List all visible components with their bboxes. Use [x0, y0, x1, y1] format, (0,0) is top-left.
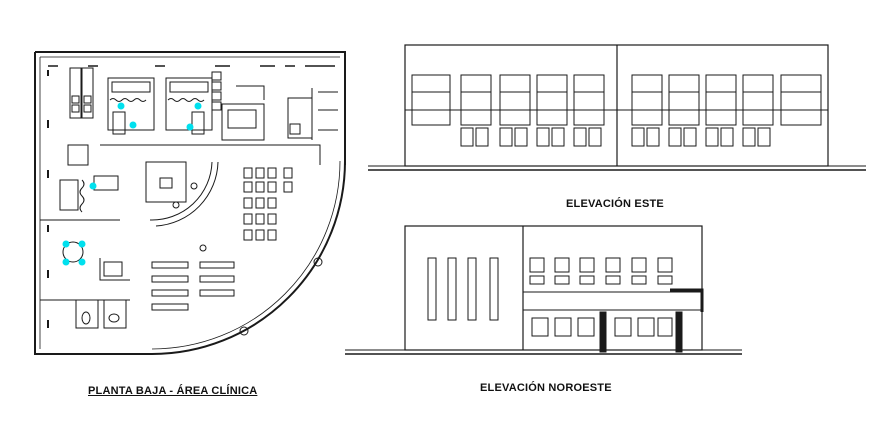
lower-windows — [531, 317, 673, 337]
waiting-chairs — [243, 167, 293, 241]
elevation-northwest-title: ELEVACIÓN NOROESTE — [480, 382, 612, 394]
office-room — [221, 103, 265, 141]
floor-plan — [34, 51, 346, 355]
upper-windows — [529, 257, 673, 285]
office-room — [107, 77, 155, 131]
column — [199, 244, 207, 252]
office-room — [165, 77, 213, 131]
round-table — [62, 241, 84, 263]
plan-outer-wall — [34, 51, 346, 355]
tall-windows — [427, 257, 499, 321]
column — [239, 326, 249, 336]
elevation-northwest — [345, 225, 742, 355]
reception-curve — [149, 161, 219, 227]
entrance-column — [599, 311, 607, 353]
entrance-column — [675, 311, 683, 353]
seating-rows — [151, 261, 235, 311]
cyan-fixtures — [62, 102, 202, 266]
restroom — [103, 299, 127, 329]
reception-desk — [145, 161, 187, 203]
elevation-east — [368, 44, 866, 171]
window-bays — [411, 74, 822, 147]
restroom — [75, 299, 99, 329]
plan-title: PLANTA BAJA - ÁREA CLÍNICA — [88, 385, 258, 397]
building-outline — [404, 225, 703, 351]
locker-grid — [211, 71, 222, 111]
column — [313, 257, 323, 267]
elevation-east-title: ELEVACIÓN ESTE — [566, 198, 664, 210]
plan-curved-facade-inner — [151, 160, 341, 350]
plan-curved-facade — [151, 160, 346, 355]
